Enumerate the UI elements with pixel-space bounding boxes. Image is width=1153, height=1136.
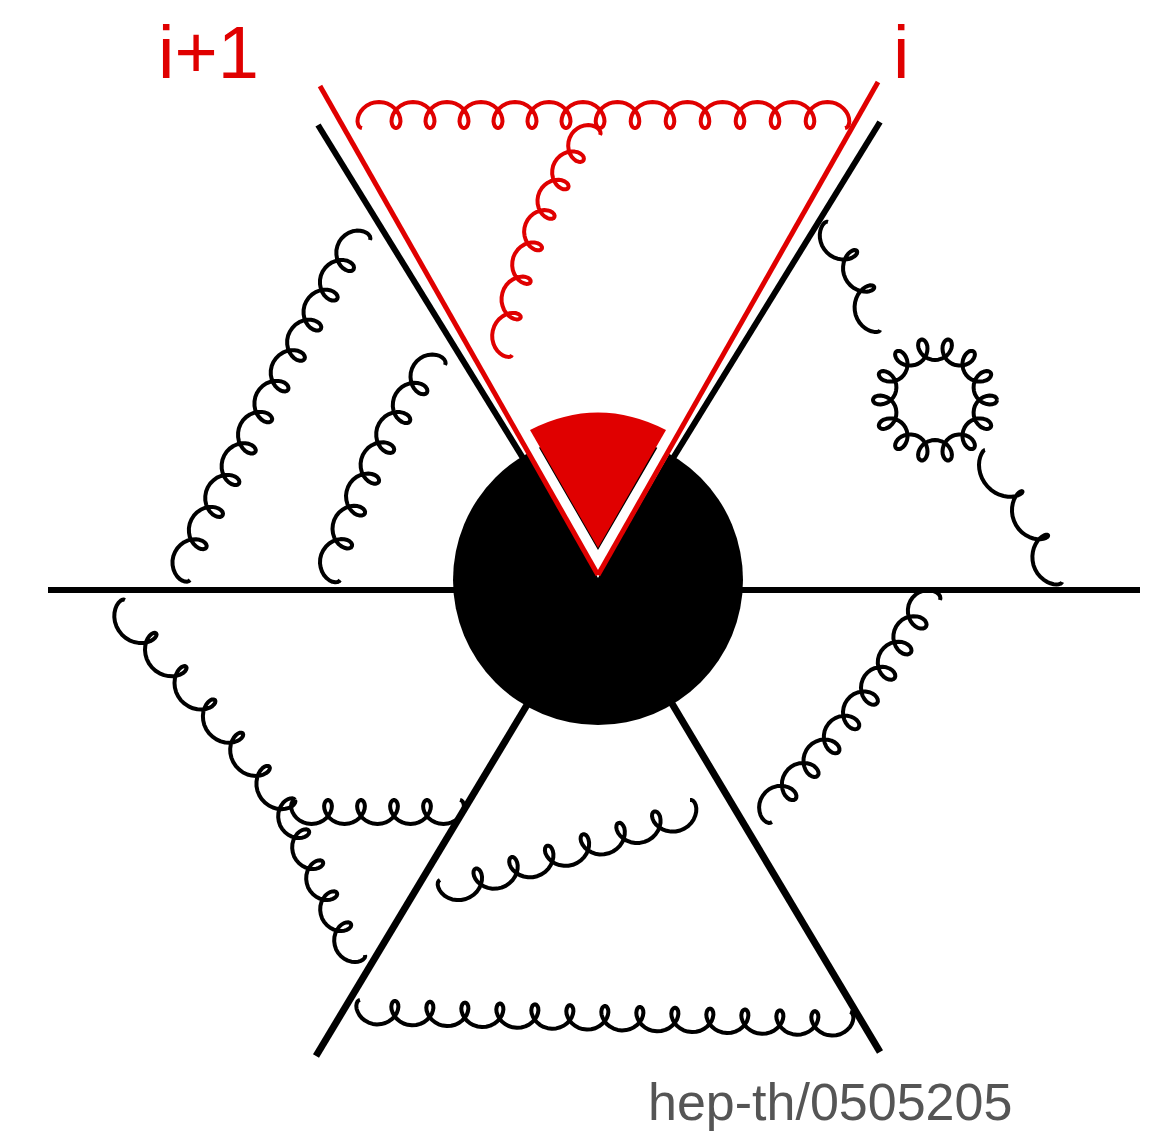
arxiv-reference: hep-th/0505205 (648, 1076, 1012, 1128)
gluon-coil (320, 355, 446, 583)
wedge-gap (332, 106, 866, 578)
gluon-coil (356, 1000, 853, 1036)
gluon-coil (759, 590, 940, 823)
gluon-coil (438, 800, 697, 900)
red-wedge (530, 413, 666, 549)
gluon-coil (173, 231, 371, 582)
leg-lines (48, 122, 1140, 1056)
lower-left-leg (316, 650, 560, 1056)
red-leg-i (598, 82, 878, 575)
gluon-coil (596, 102, 850, 128)
gluon-coil (979, 450, 1062, 584)
gluon-coil (358, 102, 605, 128)
gluon-coil (820, 222, 880, 332)
gluon-lines (114, 102, 1062, 1036)
gluon-coil (873, 340, 997, 461)
gluon-coil (291, 800, 464, 824)
leg-label: i (893, 16, 909, 90)
leg-label: i+1 (158, 16, 259, 90)
gluon-coil (492, 125, 600, 357)
gluon-coil (114, 600, 295, 810)
